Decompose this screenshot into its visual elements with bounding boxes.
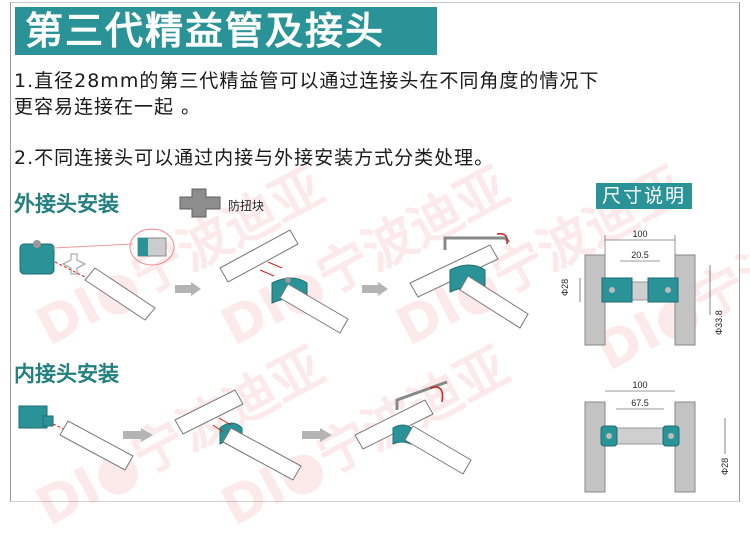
arrow-right-icon <box>302 428 332 442</box>
svg-text:20.5: 20.5 <box>631 250 649 260</box>
description-line-3: 2.不同连接头可以通过内接与外接安装方式分类处理。 <box>14 147 495 169</box>
outer-install-title: 外接头安装 <box>14 192 119 216</box>
anti-twist-label: 防扭块 <box>228 199 265 213</box>
page-title: 第三代精益管及接头 <box>15 7 437 55</box>
svg-text:100: 100 <box>632 380 647 390</box>
svg-text:Φ28: Φ28 <box>720 458 730 475</box>
inner-step1-illustration <box>18 405 134 471</box>
arrow-right-icon <box>362 282 388 296</box>
anti-twist-block-icon <box>179 188 221 218</box>
inner-step2-illustration <box>174 389 302 481</box>
inner-install-title: 内接头安装 <box>14 362 119 386</box>
page-frame <box>10 2 740 502</box>
arrow-right-icon <box>123 428 153 442</box>
svg-text:Φ28: Φ28 <box>560 279 570 296</box>
outer-step3-illustration <box>409 232 529 329</box>
dimension-diagram-inner: 100 67.5 Φ28 <box>584 380 730 493</box>
outer-step1-illustration <box>19 228 175 321</box>
description-line-2: 更容易连接在一起 。 <box>14 96 202 118</box>
svg-text:67.5: 67.5 <box>631 398 649 408</box>
svg-text:100: 100 <box>632 229 647 239</box>
dimensions-title: 尺寸说明 <box>596 183 692 209</box>
inner-step3-illustration <box>354 380 472 475</box>
outer-step2-illustration <box>219 229 349 334</box>
dimension-diagram-outer: 100 20.5 Φ28 Φ33.8 <box>560 229 724 346</box>
description-line-1: 1.直径28mm的第三代精益管可以通过连接头在不同角度的情况下 <box>14 70 600 92</box>
svg-text:Φ33.8: Φ33.8 <box>714 310 724 335</box>
arrow-right-icon <box>175 282 201 296</box>
